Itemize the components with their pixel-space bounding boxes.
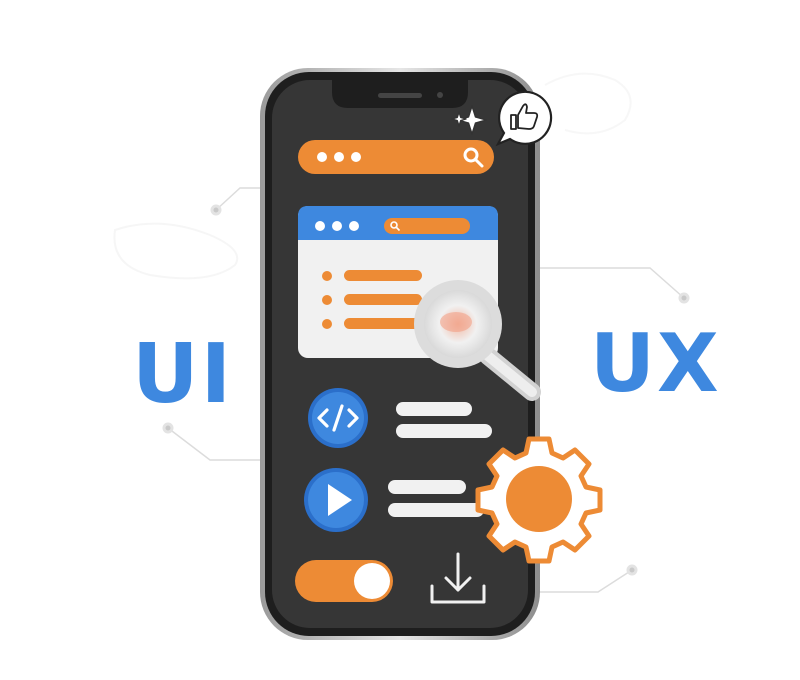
thumbs-up-icon xyxy=(495,90,553,147)
front-camera xyxy=(437,92,443,98)
address-search-icon xyxy=(390,221,401,232)
download-icon[interactable] xyxy=(430,552,486,604)
play-row-text-lines xyxy=(388,480,484,517)
code-button[interactable] xyxy=(308,388,368,448)
magnifier-icon xyxy=(414,280,541,401)
browser-address-bar[interactable] xyxy=(384,218,470,234)
gear-icon xyxy=(475,436,603,564)
top-search-bar[interactable] xyxy=(298,140,494,174)
list-rows xyxy=(322,270,422,329)
toggle-switch[interactable] xyxy=(295,560,393,602)
search-icon xyxy=(463,147,484,168)
play-button[interactable] xyxy=(304,468,368,532)
ux-label: UX xyxy=(590,317,721,410)
ui-label: UI xyxy=(132,327,234,422)
speaker-grille xyxy=(378,93,422,98)
sparkle-icon xyxy=(451,105,487,135)
code-icon xyxy=(317,404,359,432)
play-icon xyxy=(328,484,352,516)
background-decoration xyxy=(113,72,632,280)
code-row-text-lines xyxy=(396,402,492,438)
connector-dots xyxy=(162,204,690,576)
